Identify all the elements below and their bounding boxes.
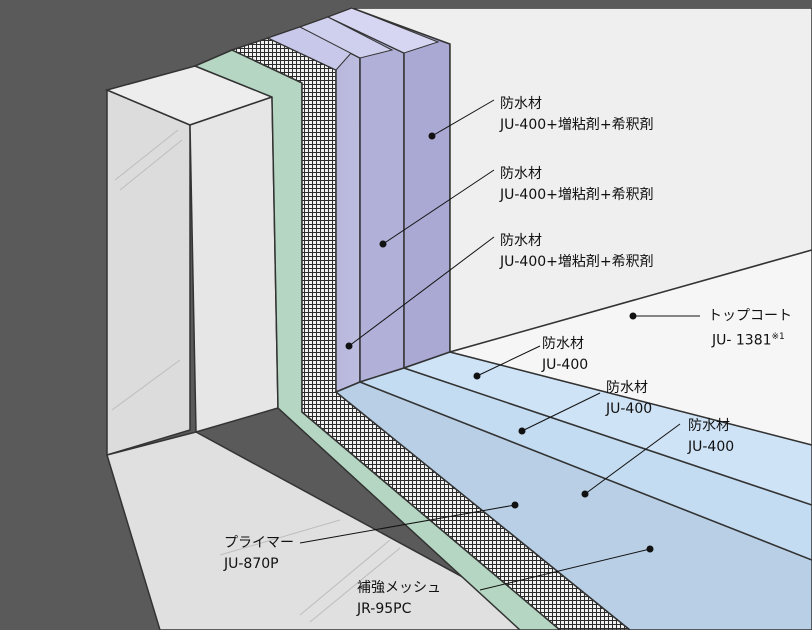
floor-coat-3 [401,351,812,506]
concrete-outer-face [106,88,191,457]
label-primer-name: プライマー [224,535,294,551]
label-mesh-product: JR-95PC [357,601,412,617]
label-floor-coat-2-product: JU-400 [606,401,653,417]
label-floor-coat-1-name: 防水材 [542,336,584,352]
label-mesh: 補強メッシュ JR-95PC [357,578,441,620]
label-floor-coat-1-product: JU-400 [542,357,589,373]
concrete-inner-face [189,95,279,433]
label-topcoat: トップコート JU- 1381※1 [708,306,792,352]
label-floor-coat-2-name: 防水材 [606,380,648,396]
label-wall-coat-2: 防水材 JU-400+増粘剤+希釈剤 [500,164,654,206]
label-topcoat-product: JU- 1381 [712,332,772,349]
label-primer-product: JU-870P [224,556,279,572]
label-floor-coat-3-name: 防水材 [688,418,730,434]
label-floor-coat-3-product: JU-400 [688,439,735,455]
label-primer: プライマー JU-870P [224,533,294,575]
label-wall-coat-1-product: JU-400+増粘剤+希釈剤 [500,254,654,270]
floor-coat-2 [357,367,812,561]
label-wall-coat-1-name: 防水材 [500,233,542,249]
concrete-slab [106,431,561,630]
leader-lines [299,99,700,591]
label-floor-coat-3: 防水材 JU-400 [688,416,734,458]
leader-dots [345,132,654,553]
label-topcoat-note: ※1 [771,332,785,342]
topcoat-floor [447,249,812,446]
label-wall-coat-1: 防水材 JU-400+増粘剤+希釈剤 [500,231,654,273]
floor-coat-1 [334,381,812,630]
label-floor-coat-1: 防水材 JU-400 [542,334,588,376]
label-mesh-name: 補強メッシュ [357,580,441,596]
concrete-texture [111,129,401,623]
label-floor-coat-2: 防水材 JU-400 [606,378,652,420]
label-wall-coat-2-product: JU-400+増粘剤+希釈剤 [500,187,654,203]
label-wall-coat-2-name: 防水材 [500,166,542,182]
label-wall-coat-3: 防水材 JU-400+増粘剤+希釈剤 [500,94,654,136]
label-wall-coat-3-name: 防水材 [500,96,542,112]
label-topcoat-name: トップコート [708,308,792,324]
label-wall-coat-3-product: JU-400+増粘剤+希釈剤 [500,117,654,133]
